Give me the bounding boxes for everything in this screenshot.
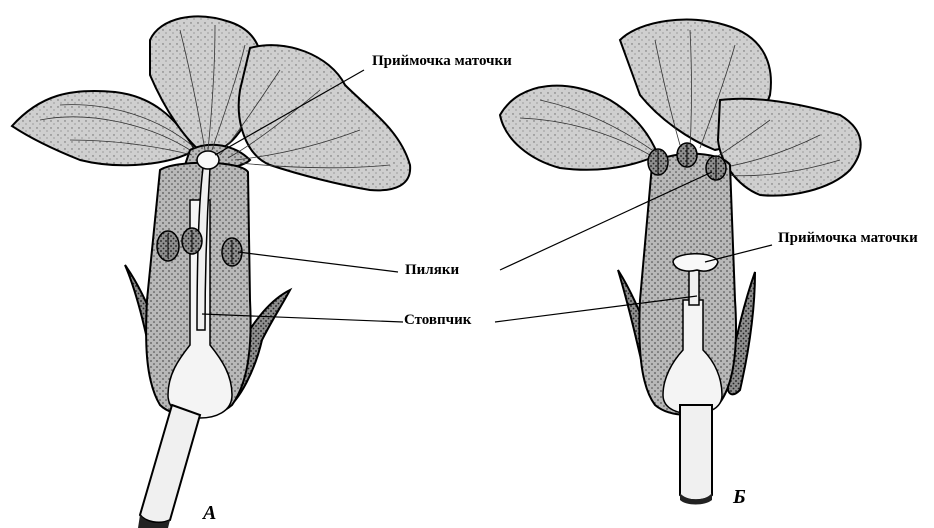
- label-anthers: Пиляки: [405, 263, 459, 278]
- flower-a: [12, 16, 410, 528]
- flower-b-stalk: [680, 405, 712, 500]
- flower-a-stalk: [140, 405, 200, 522]
- label-stigma-b: Приймочка маточки: [778, 231, 918, 246]
- label-stigma-a: Приймочка маточки: [372, 54, 512, 69]
- figure-label-b: Б: [733, 487, 746, 507]
- flower-b-style: [689, 270, 699, 305]
- flower-b: [500, 20, 861, 505]
- label-style: Стовпчик: [404, 313, 471, 328]
- leader-anthers-a: [238, 252, 398, 272]
- flower-a-stigma: [197, 151, 219, 169]
- figure-label-a: А: [203, 503, 216, 523]
- flower-b-stigma: [673, 254, 718, 271]
